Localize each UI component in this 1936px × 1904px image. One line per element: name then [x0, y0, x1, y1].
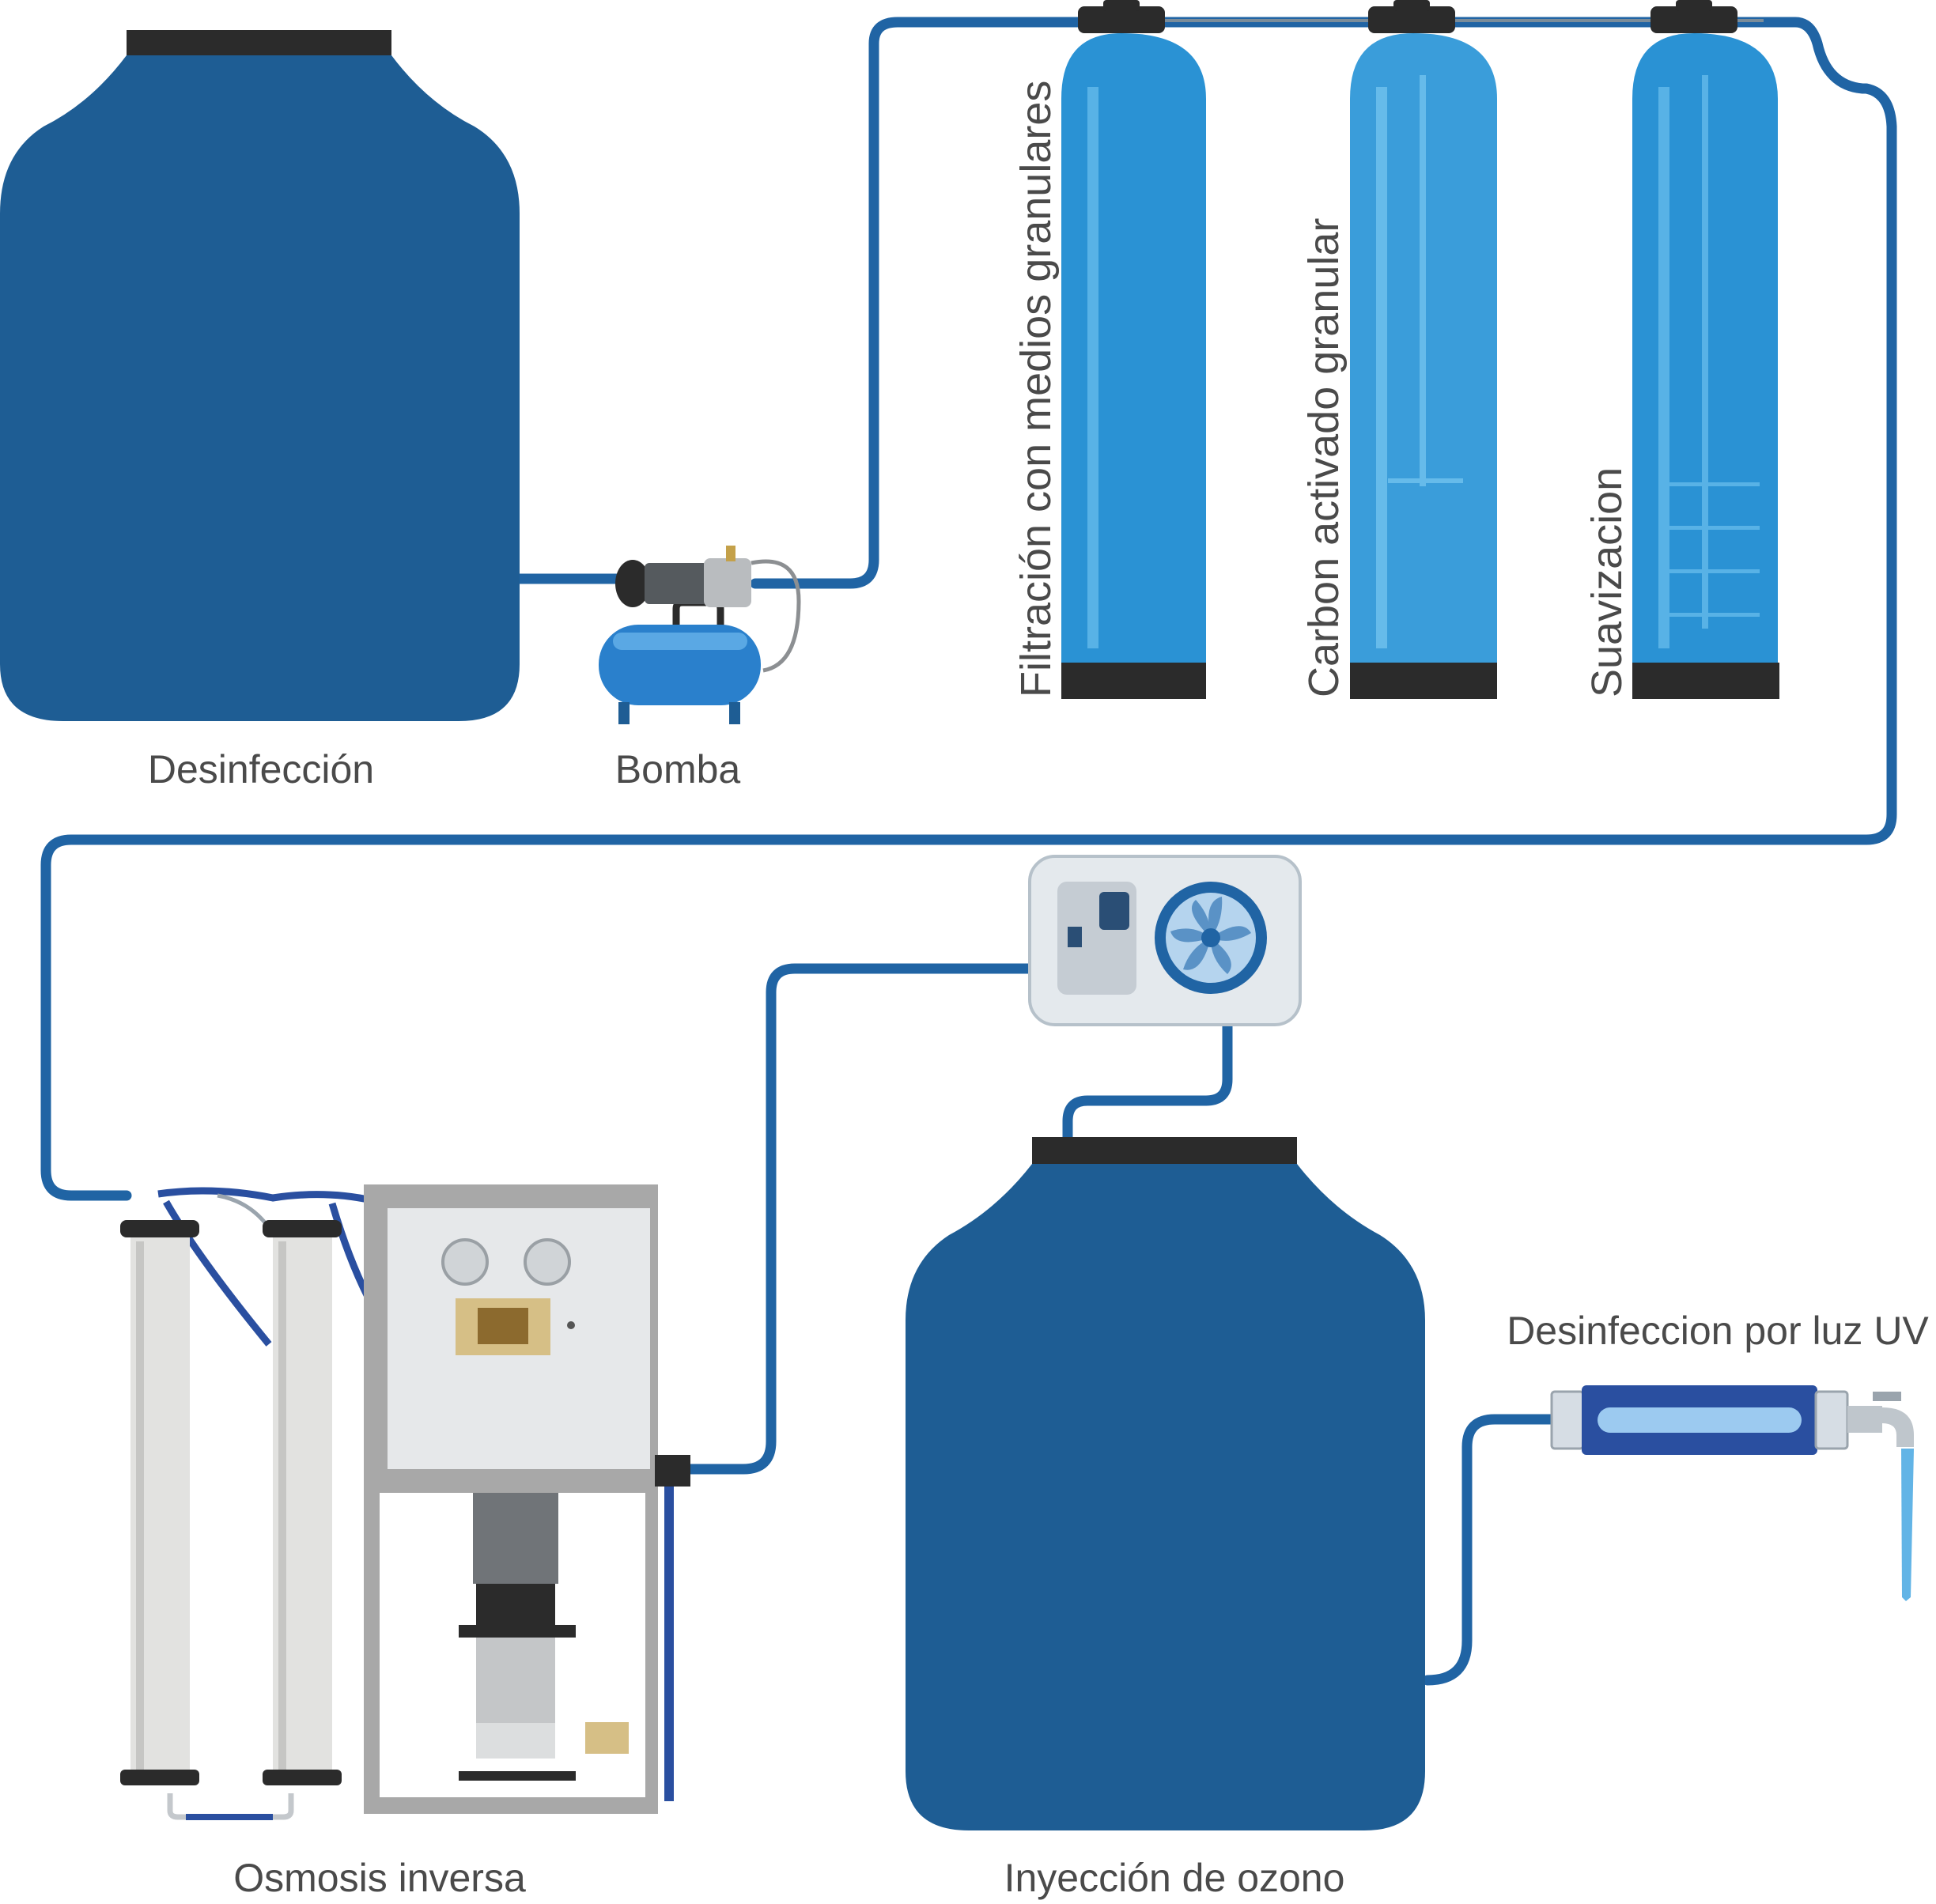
- label-desinfeccion: Desinfección: [148, 747, 374, 791]
- tank-body: [0, 55, 520, 721]
- column-valve-top: [1103, 0, 1140, 11]
- ro-pump-head: [476, 1638, 555, 1723]
- column-base: [1350, 663, 1497, 699]
- column-granular-media: [1061, 0, 1206, 699]
- tank-body: [906, 1164, 1425, 1830]
- column-activated-carbon: [1350, 0, 1497, 699]
- ro-motor-collar: [476, 1584, 555, 1627]
- tank-lid: [127, 30, 391, 55]
- column-media-line: [1388, 478, 1463, 483]
- label-carbon: Carbon activado granular: [1300, 218, 1348, 697]
- membrane-cap-bottom: [263, 1770, 342, 1785]
- ro-display-screen: [478, 1308, 528, 1344]
- column-base: [1061, 663, 1206, 699]
- hose: [157, 1187, 372, 1204]
- label-filtracion: Filtración con medios granulares: [1012, 81, 1060, 697]
- faucet-handle: [1873, 1392, 1901, 1401]
- hose: [163, 1199, 272, 1347]
- ozonator-display: [1099, 892, 1129, 930]
- membrane-cap-bottom: [120, 1770, 199, 1785]
- column-body: [1061, 33, 1206, 663]
- column-base: [1632, 663, 1779, 699]
- uv-fitting-right: [1814, 1390, 1849, 1450]
- fan-hub: [1201, 928, 1220, 947]
- pump-motor: [645, 563, 708, 604]
- pump: [599, 546, 801, 724]
- hose: [328, 1202, 372, 1299]
- column-valve-top: [1676, 0, 1712, 11]
- uv-sterilizer: [1550, 1385, 1914, 1601]
- membrane-shade: [136, 1241, 144, 1775]
- column-valve: [1651, 6, 1737, 33]
- column-riser: [1420, 75, 1426, 486]
- fan-icon: [1170, 897, 1251, 974]
- pipe-ozonator-to-tank: [1062, 1018, 1233, 1148]
- ro-motor-flange: [459, 1625, 576, 1638]
- label-suavizacion: Suavizacion: [1583, 467, 1631, 697]
- label-ozono: Inyección de ozono: [1004, 1856, 1345, 1900]
- column-media-line: [1669, 613, 1760, 617]
- pipes: [40, 17, 1897, 1686]
- pump-housing: [704, 558, 751, 607]
- ro-outlet-fitting: [655, 1455, 690, 1487]
- column-riser: [1702, 75, 1708, 629]
- pipe-pump-to-columns: [40, 17, 1897, 1201]
- faucet-body: [1847, 1406, 1882, 1433]
- uv-lamp: [1598, 1407, 1802, 1433]
- ozone-generator: [1028, 855, 1302, 1026]
- pipe-ro-to-ozonator: [683, 963, 1034, 1475]
- label-osmosis: Osmosis inversa: [233, 1856, 526, 1900]
- column-highlight: [1376, 87, 1387, 648]
- membrane-cap-top: [120, 1220, 199, 1237]
- pump-gauge-stem: [726, 546, 735, 561]
- pump-bypass-hose: [751, 559, 801, 673]
- pressure-gauge: [524, 1238, 571, 1286]
- membrane-shade: [278, 1241, 286, 1775]
- pipe-tank-to-uv: [1422, 1414, 1557, 1686]
- column-softener: [1632, 0, 1779, 699]
- pump-foot-left: [618, 702, 630, 724]
- label-bomba: Bomba: [615, 747, 741, 791]
- labels: Desinfección Bomba Filtración con medios…: [148, 81, 1930, 1900]
- ro-pump-base: [459, 1771, 576, 1781]
- ozonator-switch: [1068, 927, 1082, 947]
- ro-label-plate: [585, 1722, 629, 1754]
- ro-hoses: [157, 1187, 372, 1820]
- column-valve: [1078, 6, 1165, 33]
- hose: [167, 1793, 294, 1820]
- water-stream: [1901, 1449, 1914, 1601]
- ro-pump-foot: [476, 1723, 555, 1759]
- ro-motor: [473, 1493, 558, 1584]
- pump-motor-cap: [615, 560, 650, 607]
- column-media-line: [1669, 482, 1760, 486]
- membrane-cap-top: [263, 1220, 342, 1237]
- column-highlight: [1087, 87, 1098, 648]
- ozone-tank: [906, 1137, 1425, 1830]
- pump-vessel-highlight: [613, 633, 747, 650]
- pump-foot-right: [729, 702, 740, 724]
- disinfection-tank: [0, 30, 520, 721]
- faucet-spout: [1882, 1407, 1914, 1447]
- column-highlight: [1658, 87, 1669, 648]
- column-valve: [1368, 6, 1455, 33]
- tank-lid: [1032, 1137, 1297, 1164]
- column-valve-top: [1393, 0, 1430, 11]
- label-uv: Desinfeccion por luz UV: [1507, 1309, 1929, 1353]
- pressure-gauge: [441, 1238, 489, 1286]
- reverse-osmosis-unit: [120, 1184, 690, 1820]
- column-media-line: [1669, 569, 1760, 573]
- uv-fitting-left: [1550, 1390, 1585, 1450]
- ro-drain-line: [664, 1487, 674, 1801]
- ro-indicator: [567, 1321, 575, 1329]
- column-media-line: [1669, 526, 1760, 530]
